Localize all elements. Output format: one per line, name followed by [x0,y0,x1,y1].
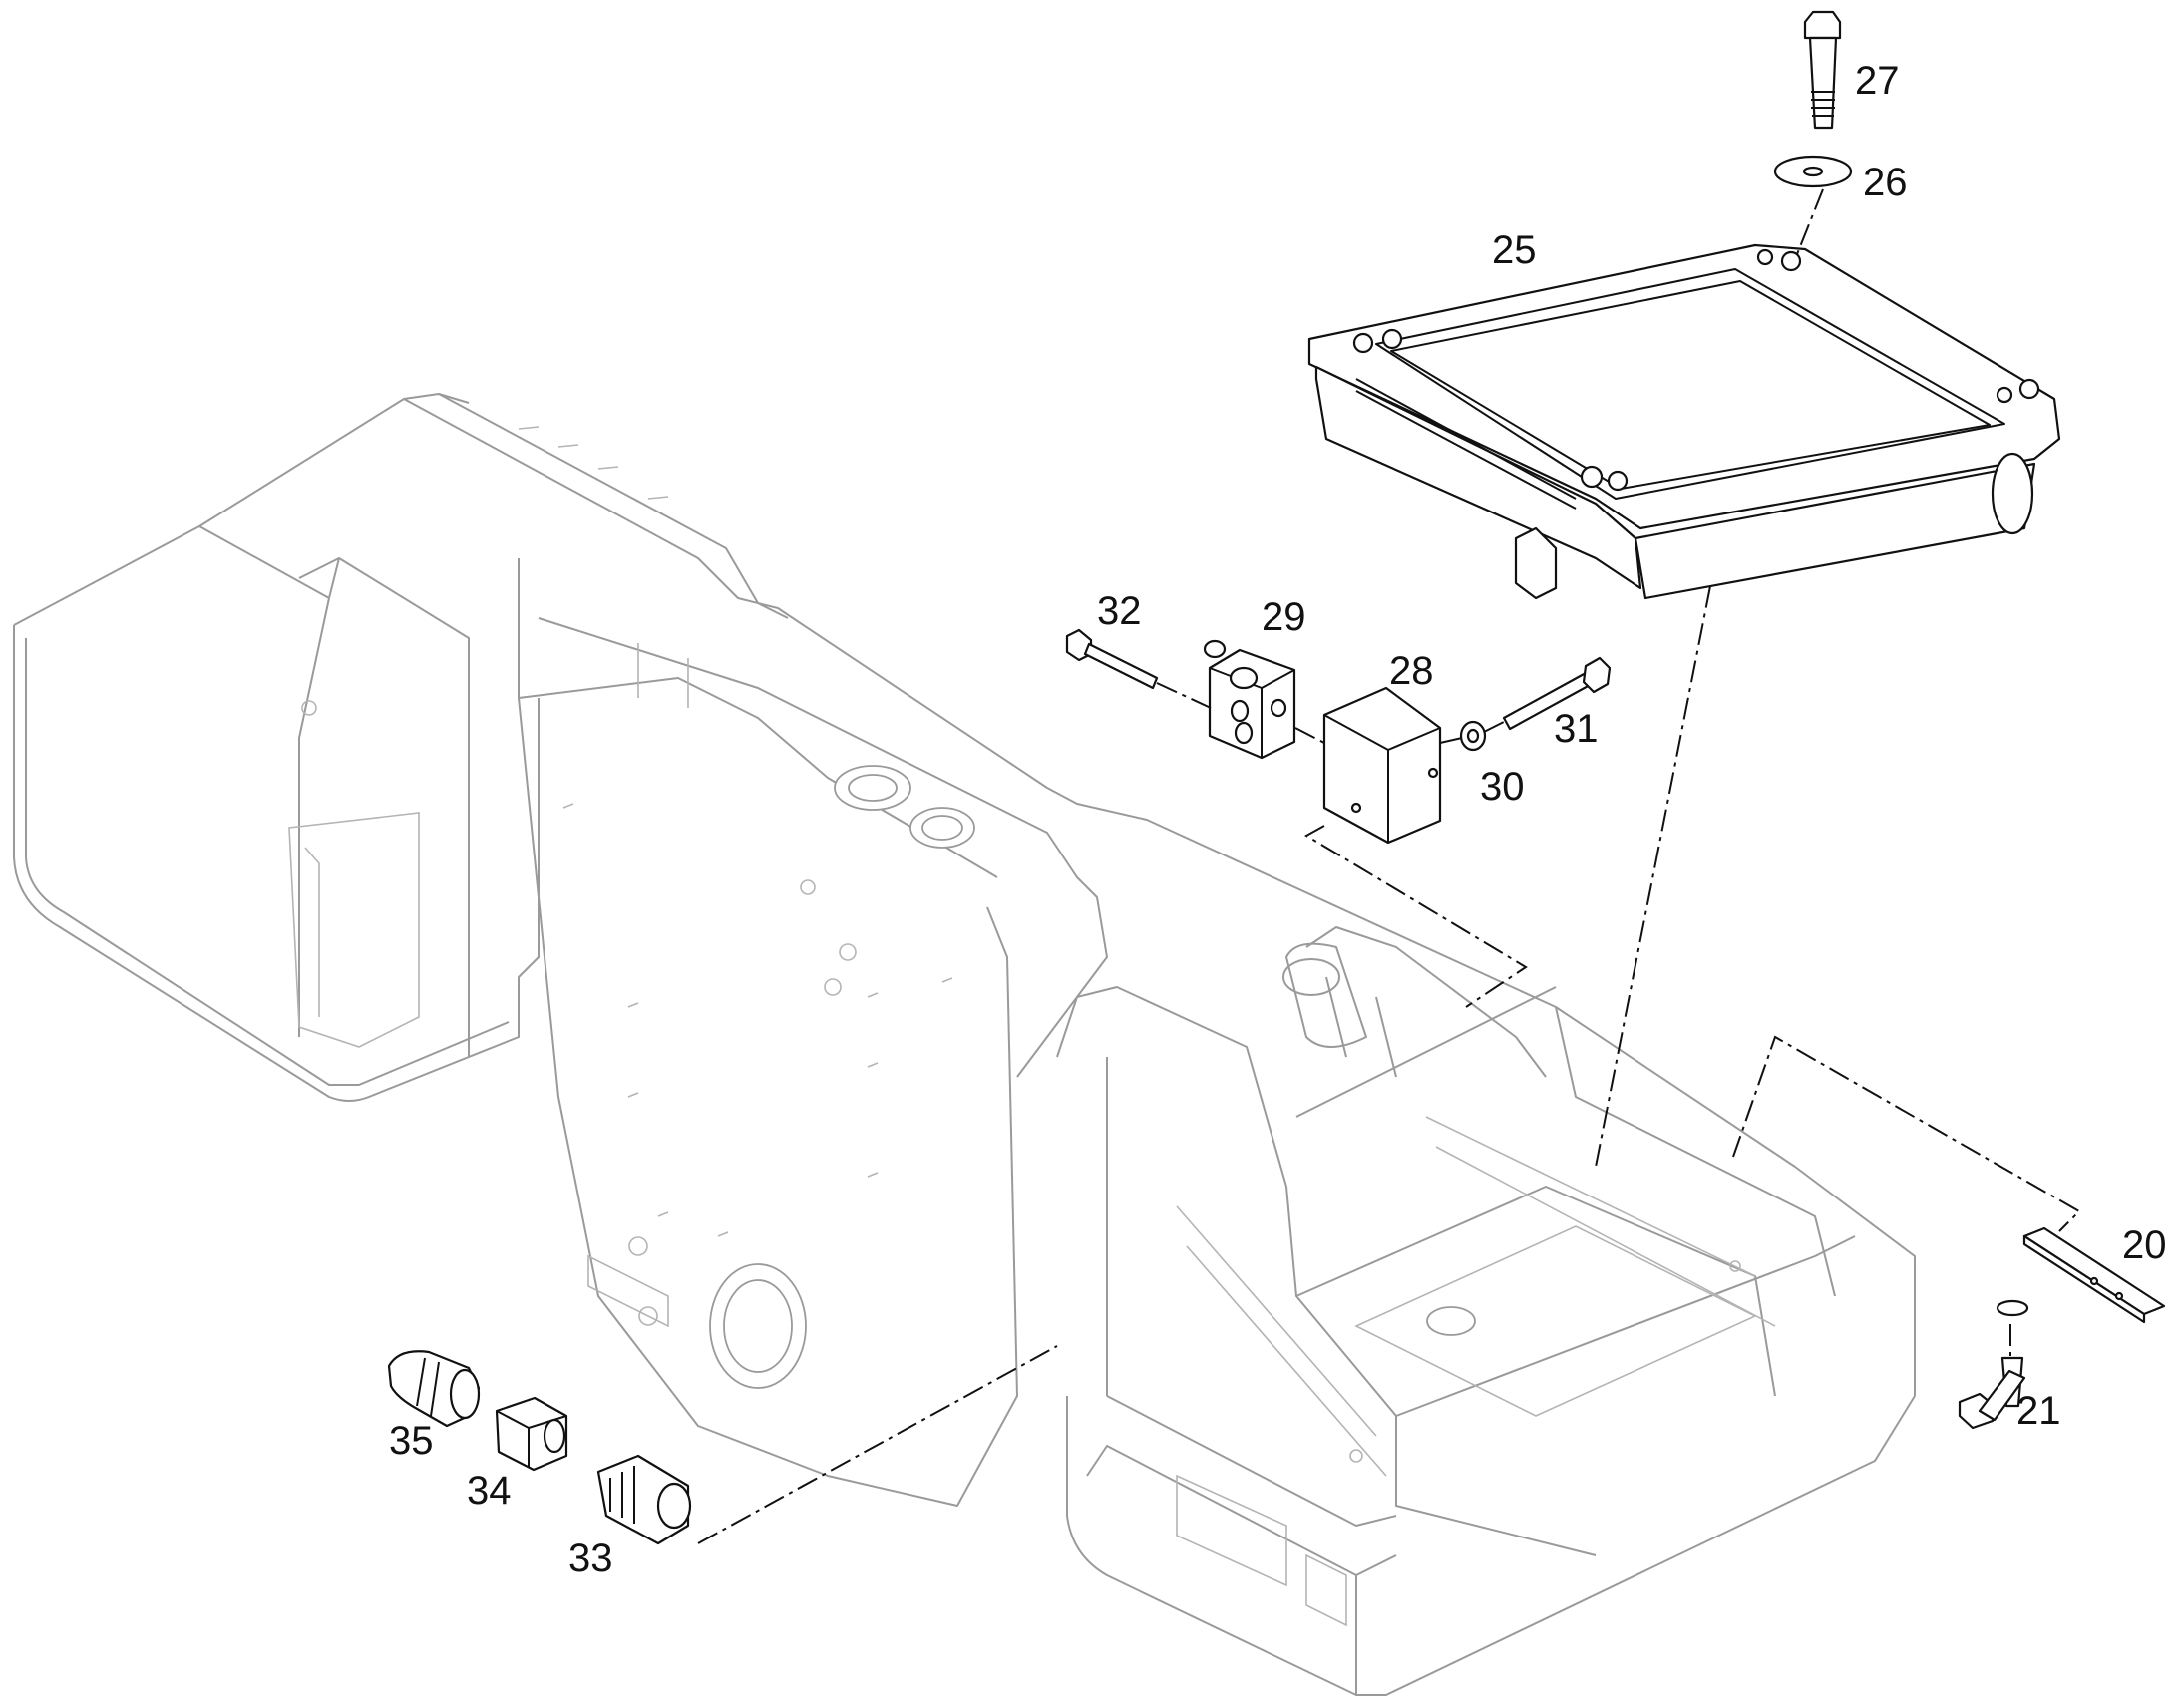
callout-33: 33 [568,1537,613,1580]
bolt-part-27 [1803,10,1842,130]
callout-25: 25 [1492,228,1537,272]
plate-part-20 [2022,1226,2166,1324]
callout-20: 20 [2122,1223,2167,1267]
callout-21: 21 [2016,1389,2061,1433]
callout-30: 30 [1480,765,1525,809]
callout-26: 26 [1863,161,1908,204]
main-frame [13,393,1916,1696]
valve-block-part-29 [1203,639,1296,760]
washer-part-26 [1773,155,1853,188]
callout-35: 35 [389,1419,434,1463]
fitting-part-35 [387,1350,481,1428]
bolt-part-32 [1065,628,1159,690]
callout-29: 29 [1262,595,1306,639]
callout-28: 28 [1389,649,1434,693]
callout-27: 27 [1855,59,1900,103]
washer-part-30 [1459,720,1487,752]
callout-32: 32 [1097,589,1142,633]
bolt-part-31 [1502,656,1612,731]
fitting-part-33 [596,1454,692,1545]
leader-lines [697,188,2081,1544]
callout-labels: 27 26 25 32 29 28 31 30 20 21 35 34 33 [389,59,2167,1580]
callout-34: 34 [467,1469,512,1513]
callout-31: 31 [1554,707,1599,751]
radiator-part-25 [1307,243,2061,600]
bolt-part-21 [1958,1299,2029,1430]
block-part-28 [1322,686,1442,845]
fitting-part-34 [495,1396,568,1472]
